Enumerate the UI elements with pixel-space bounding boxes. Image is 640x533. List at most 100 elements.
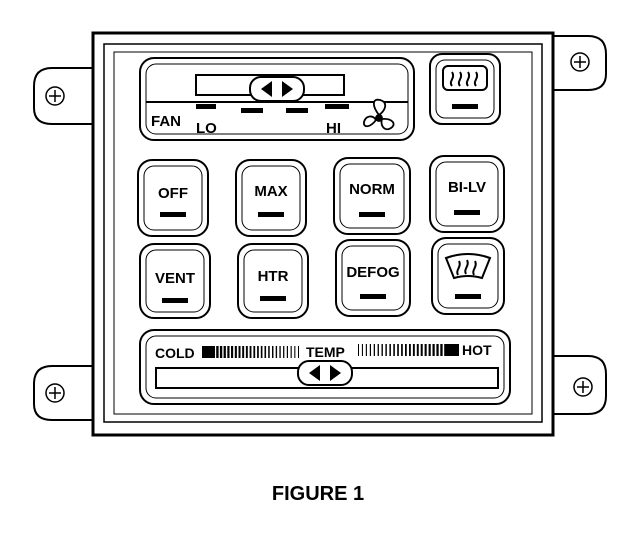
temp-scale-tick	[268, 346, 270, 358]
screw-hole	[573, 377, 593, 397]
left-mounting-brackets	[33, 67, 95, 421]
button-label: DEFOG	[346, 264, 399, 281]
temp-scale-tick	[231, 346, 234, 358]
button-label: OFF	[158, 185, 188, 202]
fan-hi-label: HI	[326, 120, 341, 137]
panel-face	[113, 51, 533, 415]
temp-scale-tick	[412, 344, 415, 356]
temp-scale-tick	[432, 344, 435, 356]
temp-scale-tick	[401, 344, 403, 356]
button-label: MAX	[254, 183, 287, 200]
fan-speed-indicators	[196, 104, 349, 113]
temp-scale-tick	[409, 344, 411, 356]
temp-scale-tick	[227, 346, 230, 358]
left-right-arrows-icon	[309, 365, 341, 381]
temp-scale-tick	[428, 344, 431, 356]
temp-scale-tick	[361, 344, 363, 356]
htr-button[interactable]: HTR	[237, 243, 309, 319]
indicator-light	[360, 294, 386, 299]
button-label: BI-LV	[448, 179, 486, 196]
temp-scale-tick	[358, 344, 359, 356]
temp-scale-tick	[238, 346, 241, 358]
button-label: NORM	[349, 181, 395, 198]
temp-scale-tick	[290, 346, 292, 358]
temp-slider-knob[interactable]	[297, 360, 353, 386]
rear-defrost-button[interactable]	[429, 53, 501, 125]
figure-caption: FIGURE 1	[272, 483, 364, 505]
temp-scale-tick	[294, 346, 296, 358]
temp-section-inner	[145, 335, 505, 399]
temp-scale-tick	[424, 344, 427, 356]
temp-scale-tick	[389, 344, 391, 356]
indicator-light	[160, 212, 186, 217]
temp-scale-hot	[358, 344, 459, 356]
vent-button[interactable]: VENT	[139, 243, 211, 319]
front-defrost-icon	[444, 253, 492, 280]
temp-hot-label: HOT	[462, 342, 492, 358]
indicator-light	[452, 104, 478, 109]
temp-scale-tick	[381, 344, 383, 356]
fan-lo-label: LO	[196, 120, 217, 137]
indicator-light	[162, 298, 188, 303]
indicator-light	[260, 296, 286, 301]
indicator-light	[359, 212, 385, 217]
screw-hole	[45, 383, 65, 403]
indicator-light	[455, 294, 481, 299]
norm-button[interactable]: NORM	[333, 157, 411, 235]
screw-hole	[45, 86, 65, 106]
panel-inner-frame	[103, 43, 543, 423]
temp-scale-tick	[286, 346, 288, 358]
temp-scale-tick	[275, 346, 278, 358]
button-label: HTR	[258, 268, 289, 285]
temp-scale-tick	[234, 346, 237, 358]
temp-scale-tick	[416, 344, 419, 356]
indicator-light	[454, 210, 480, 215]
defog-button[interactable]: DEFOG	[335, 239, 411, 317]
temp-scale-tick	[245, 346, 248, 358]
temp-scale-tick	[405, 344, 407, 356]
fan-section	[139, 57, 415, 141]
temp-scale-tick	[253, 346, 256, 358]
temp-scale-tick	[272, 346, 274, 358]
button-label: VENT	[155, 270, 195, 287]
temp-scale-tick	[298, 346, 299, 358]
bi-lv-button[interactable]: BI-LV	[429, 155, 505, 233]
temp-scale-block	[202, 346, 215, 358]
temp-scale-tick	[436, 344, 439, 356]
temp-scale-block	[446, 344, 459, 356]
temp-scale-tick	[249, 346, 252, 358]
temp-scale-tick	[283, 346, 285, 358]
temp-scale-tick	[397, 344, 399, 356]
front-defrost-button[interactable]	[431, 237, 505, 315]
temp-scale-tick	[393, 344, 395, 356]
temp-scale-tick	[242, 346, 245, 358]
temp-scale-tick	[369, 344, 371, 356]
temp-scale-tick	[279, 346, 281, 358]
temp-scale-tick	[377, 344, 379, 356]
temp-scale-tick	[385, 344, 387, 356]
rear-defrost-icon	[442, 65, 488, 91]
temp-scale-tick	[260, 346, 263, 358]
right-mounting-brackets	[552, 35, 607, 415]
max-button[interactable]: MAX	[235, 159, 307, 237]
temp-scale-tick	[257, 346, 259, 358]
off-button[interactable]: OFF	[137, 159, 209, 237]
temp-scale-cold	[202, 346, 299, 358]
temp-scale-tick	[216, 346, 219, 358]
temp-scale-tick	[219, 346, 223, 358]
temp-scale-tick	[365, 344, 367, 356]
temp-cold-label: COLD	[155, 345, 195, 361]
temp-scale-tick	[223, 346, 226, 358]
temp-scale-tick	[373, 344, 375, 356]
fan-slider-knob[interactable]	[249, 76, 305, 102]
screw-hole	[570, 52, 590, 72]
temp-scale-tick	[440, 344, 443, 356]
temp-scale-tick	[444, 344, 447, 356]
temp-section	[139, 329, 511, 405]
temp-label: TEMP	[306, 344, 345, 360]
fan-label: FAN	[151, 113, 181, 130]
left-right-arrows-icon	[261, 81, 293, 97]
indicator-light	[258, 212, 284, 217]
fan-section-inner	[145, 63, 409, 135]
